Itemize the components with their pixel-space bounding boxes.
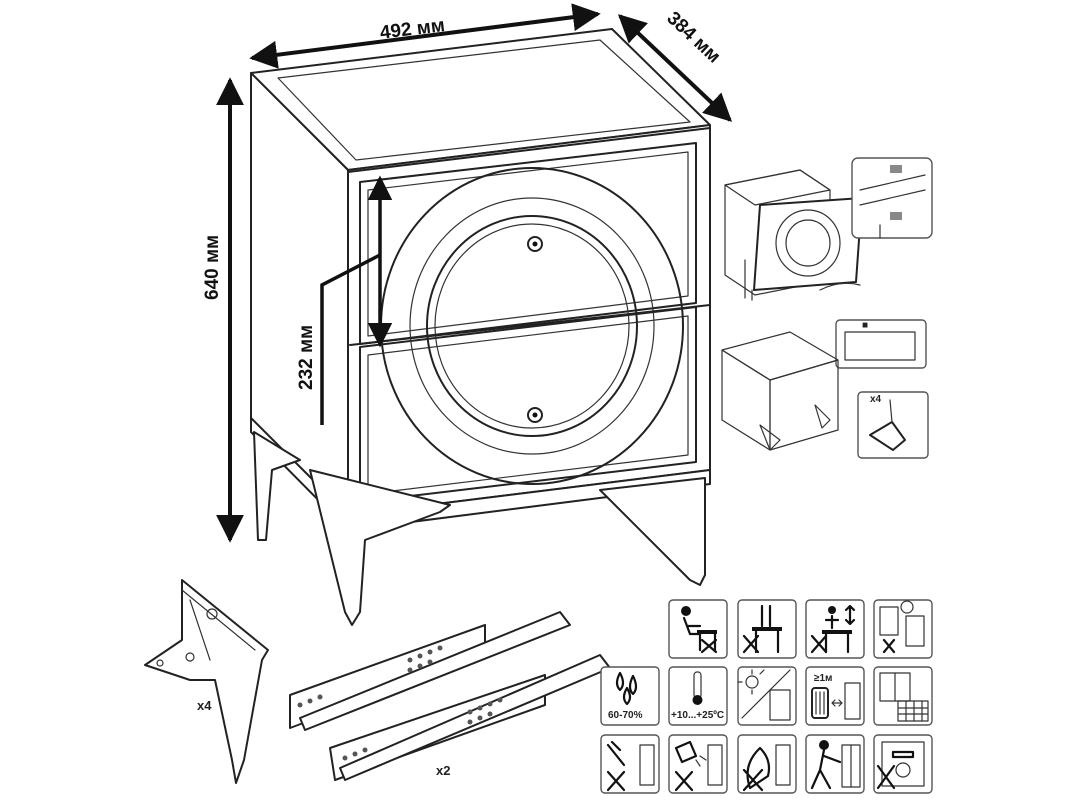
no-sharp-tools-icon — [600, 734, 660, 794]
no-sunlight-icon — [737, 666, 797, 726]
drawer-rails: x2 — [289, 611, 611, 781]
bottom-drawer — [359, 306, 697, 503]
dimension-height: 640 мм — [202, 77, 244, 543]
svg-text:x4: x4 — [197, 698, 212, 713]
no-stand-icon — [737, 599, 797, 659]
temperature-icon: +10...+25ºC — [668, 666, 728, 726]
heater-distance-icon: ≥1м — [805, 666, 865, 726]
inset-legs-install: ■ x4 — [721, 319, 929, 459]
top-drawer — [359, 142, 697, 345]
no-push-icon — [805, 734, 865, 794]
no-sit-icon — [668, 599, 728, 659]
pack-icon — [873, 666, 933, 726]
svg-text:x4: x4 — [870, 394, 882, 405]
svg-text:+10...+25ºC: +10...+25ºC — [671, 710, 724, 721]
care-icons-grid: 60-70% +10...+25ºC ≥1м — [600, 599, 933, 794]
nightstand-drawing — [250, 28, 711, 626]
no-lift-icon — [805, 599, 865, 659]
dimension-drawer: 232 мм — [296, 175, 393, 425]
humidity-icon: 60-70% — [600, 666, 660, 726]
no-open-together-icon — [873, 599, 933, 659]
no-chemicals-icon — [737, 734, 797, 794]
svg-text:60-70%: 60-70% — [608, 710, 643, 721]
leg-part: x4 — [144, 579, 269, 784]
svg-text:x2: x2 — [436, 763, 450, 778]
leg-back-left — [253, 431, 301, 541]
svg-text:■: ■ — [862, 320, 868, 331]
svg-text:492 мм: 492 мм — [379, 15, 446, 44]
circle-mirror — [426, 215, 638, 437]
no-heavy-load-icon — [873, 734, 933, 794]
svg-text:≥1м: ≥1м — [814, 673, 832, 684]
inset-drawer-install — [724, 157, 933, 301]
leg-front-right — [599, 477, 706, 586]
svg-text:640 мм: 640 мм — [202, 235, 223, 300]
svg-text:384 мм: 384 мм — [662, 8, 724, 68]
leg-front-left — [309, 469, 451, 626]
svg-text:232 мм: 232 мм — [296, 325, 317, 390]
no-abrasive-icon — [668, 734, 728, 794]
